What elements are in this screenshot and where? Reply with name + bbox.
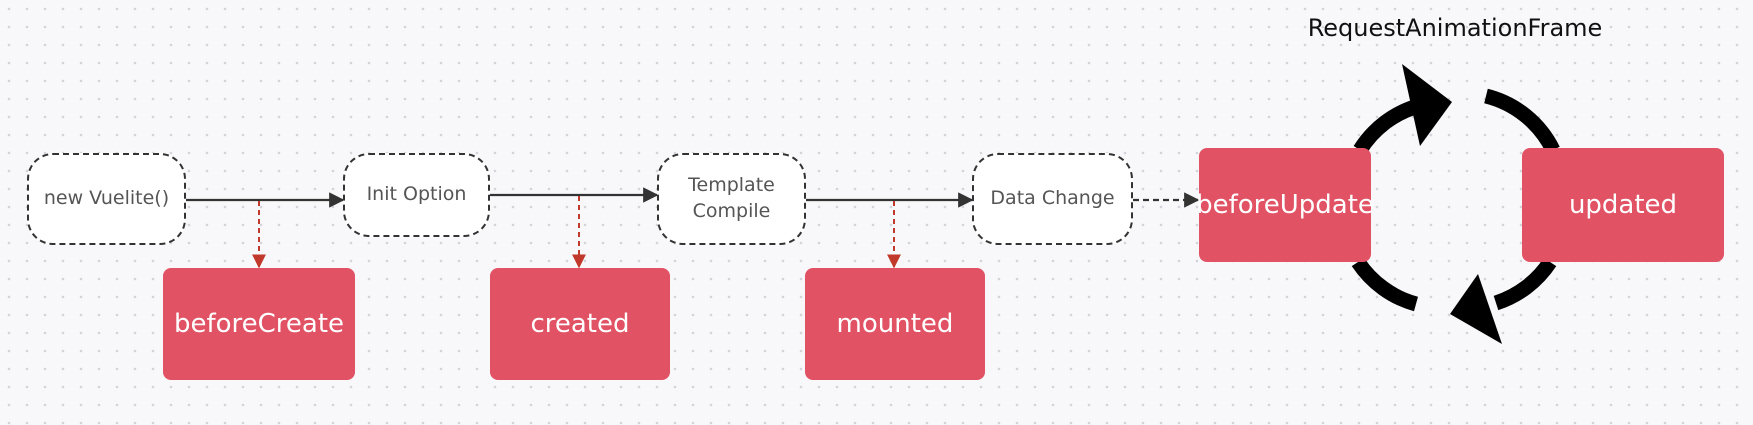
hook-updated: updated [1522, 148, 1724, 262]
step-data-change-label: Data Change [990, 187, 1115, 210]
step-data-change: Data Change [972, 153, 1133, 245]
cycle-arrow-bottom-right [1493, 257, 1557, 311]
hook-before-create: beforeCreate [163, 268, 355, 380]
hook-mounted-label: mounted [836, 309, 954, 339]
hook-before-update: beforeUpdate [1196, 148, 1374, 262]
cycle-arrowhead-bottom-right-icon [1450, 274, 1502, 344]
cycle-arrow-bottom-left [1351, 257, 1419, 312]
cycle-arrowhead-top-left-icon [1402, 64, 1452, 146]
step-template-compile: Template Compile [657, 153, 806, 245]
cycle-arrow-top-left [1353, 98, 1421, 155]
cycle-arrow-top-right [1483, 88, 1560, 154]
step-template-compile-label-line1: Template [688, 174, 775, 197]
step-init-option-label: Init Option [366, 183, 467, 206]
hook-before-update-label: beforeUpdate [1196, 190, 1374, 220]
loop-title: RequestAnimationFrame [1307, 14, 1603, 42]
step-init-option: Init Option [343, 153, 490, 237]
hook-created-label: created [530, 309, 630, 339]
hook-updated-label: updated [1568, 190, 1678, 220]
step-new-vuelite-label: new Vuelite() [43, 187, 170, 210]
step-new-vuelite: new Vuelite() [27, 153, 186, 245]
hook-before-create-label: beforeCreate [173, 309, 345, 339]
step-template-compile-label-line2: Compile [692, 200, 771, 222]
hook-created: created [490, 268, 670, 380]
hook-mounted: mounted [805, 268, 985, 380]
